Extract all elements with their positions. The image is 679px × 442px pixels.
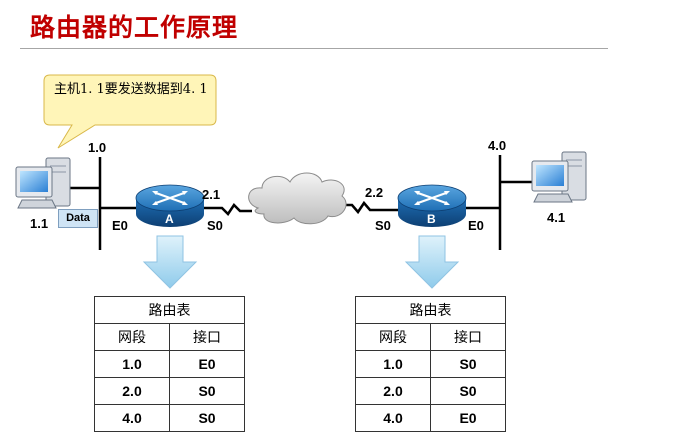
routing-table-b: 路由表 网段 接口 1.0 S0 2.0 S0 4.0 E0 <box>355 296 506 432</box>
title-divider <box>20 48 608 49</box>
host-right-address: 4.1 <box>547 210 566 225</box>
table-row: 1.0 E0 <box>94 350 245 378</box>
host-left-computer-icon <box>15 157 71 209</box>
wan-cloud <box>248 172 347 225</box>
table-row: 2.0 S0 <box>355 377 506 405</box>
network-cell: 2.0 <box>94 377 170 405</box>
router-a-serial-address: 2.1 <box>202 187 221 202</box>
interface-cell: S0 <box>430 377 506 405</box>
router-a-name: A <box>165 212 174 226</box>
host-right-computer-icon <box>531 151 587 203</box>
left-network-label: 1.0 <box>88 140 107 155</box>
column-header-network: 网段 <box>94 323 170 351</box>
column-header-network: 网段 <box>355 323 431 351</box>
router-b-name: B <box>427 212 436 226</box>
table-row: 4.0 S0 <box>94 404 245 432</box>
network-cell: 1.0 <box>355 350 431 378</box>
callout-bubble <box>43 74 217 149</box>
column-header-interface: 接口 <box>430 323 506 351</box>
routing-table-caption: 路由表 <box>355 296 506 324</box>
table-row: 4.0 E0 <box>355 404 506 432</box>
column-header-interface: 接口 <box>169 323 245 351</box>
router-b-e0-label: E0 <box>468 218 484 233</box>
callout-text: 主机1. 1要发送数据到4. 1 <box>54 82 208 97</box>
interface-cell: S0 <box>430 350 506 378</box>
router-b-serial-address: 2.2 <box>365 185 384 200</box>
serial-link-a <box>202 203 252 216</box>
router-b-icon <box>397 184 467 227</box>
router-a-e0-label: E0 <box>112 218 128 233</box>
routing-table-a: 路由表 网段 接口 1.0 E0 2.0 S0 4.0 S0 <box>94 296 245 432</box>
host-left-address: 1.1 <box>30 216 49 231</box>
network-cell: 2.0 <box>355 377 431 405</box>
arrow-to-table-a-icon <box>142 235 198 289</box>
table-row: 2.0 S0 <box>94 377 245 405</box>
data-packet-tag: Data <box>58 209 98 228</box>
network-cell: 4.0 <box>355 404 431 432</box>
interface-cell: E0 <box>169 350 245 378</box>
router-b-s0-label: S0 <box>375 218 391 233</box>
serial-link-b <box>340 200 402 215</box>
right-network-label: 4.0 <box>488 138 507 153</box>
router-a-icon <box>135 184 205 227</box>
table-row: 1.0 S0 <box>355 350 506 378</box>
routing-table-caption: 路由表 <box>94 296 245 324</box>
interface-cell: S0 <box>169 377 245 405</box>
slide-title: 路由器的工作原理 <box>30 13 239 42</box>
network-cell: 1.0 <box>94 350 170 378</box>
interface-cell: S0 <box>169 404 245 432</box>
arrow-to-table-b-icon <box>404 235 460 289</box>
network-cell: 4.0 <box>94 404 170 432</box>
interface-cell: E0 <box>430 404 506 432</box>
router-a-s0-label: S0 <box>207 218 223 233</box>
